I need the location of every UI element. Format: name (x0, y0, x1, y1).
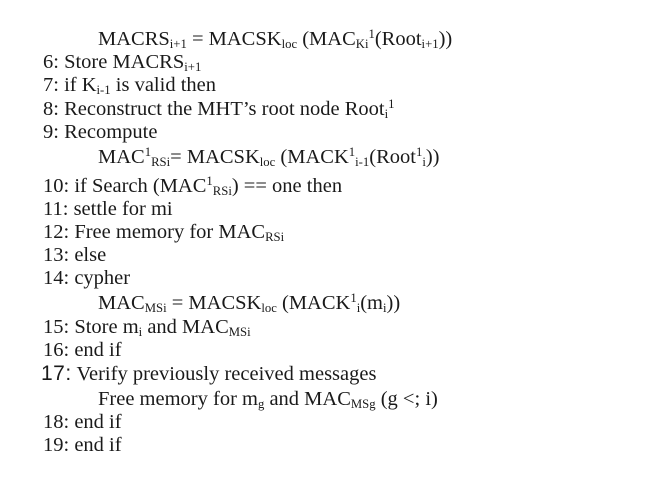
line-number: 9: (43, 121, 59, 143)
superscript: 1 (348, 145, 356, 160)
text: and MAC (264, 388, 351, 410)
subscript: i+1 (184, 60, 202, 75)
subscript: MSi (228, 325, 251, 340)
subscript: RSi (265, 230, 285, 245)
subscript: RSi (151, 155, 171, 170)
text: Free memory for MAC (69, 221, 266, 243)
step-14: 14: cypher (43, 268, 130, 289)
subscript: RSi (212, 184, 232, 199)
subscript: loc (259, 155, 276, 170)
text: (g <; i) (375, 388, 438, 410)
text: )) (425, 146, 440, 168)
superscript: 1 (206, 174, 213, 189)
subscript: i-1 (355, 155, 370, 170)
text: settle for mi (68, 198, 173, 220)
text: Reconstruct the MHT’s root node Root (58, 98, 385, 120)
text: MAC (98, 292, 145, 314)
step-17-free-memory: Free memory for mg and MACMSg (g <; i) (98, 388, 438, 412)
step-16: 16: end if (43, 340, 122, 361)
text: cypher (69, 267, 131, 289)
text: Free memory for m (98, 388, 258, 410)
text: MACRS (98, 28, 170, 50)
line-number: 7: (43, 74, 59, 96)
text: if Search (MAC (69, 175, 207, 197)
text: Store MACRS (58, 51, 185, 73)
step-12: 12: Free memory for MACRSi (43, 221, 285, 245)
text: Recompute (58, 121, 158, 143)
subscript: i (138, 325, 143, 340)
superscript: 1 (368, 27, 375, 42)
text: if K (58, 74, 97, 96)
subscript: i+1 (421, 37, 439, 52)
text: and MAC (142, 316, 229, 338)
text: end if (69, 339, 122, 361)
subscript: g (257, 397, 265, 412)
step-8: 8: Reconstruct the MHT’s root node Rooti… (43, 97, 395, 122)
text: (MAC (297, 28, 356, 50)
text: (Root (369, 146, 416, 168)
step-6: 6: Store MACRSi+1 (43, 51, 202, 75)
line-number: 19: (43, 434, 70, 456)
text: Store m (69, 316, 139, 338)
line-number: 14: (43, 267, 70, 289)
line-number: 13: (43, 244, 70, 266)
line-number: 10: (43, 175, 70, 197)
text: (m (360, 292, 384, 314)
line-number: 16: (43, 339, 70, 361)
step-9: 9: Recompute (43, 122, 157, 143)
line-number: 12: (43, 221, 70, 243)
superscript: 1 (388, 97, 395, 112)
text: (Root (374, 28, 422, 50)
text: Verify previously received messages (71, 363, 377, 385)
line-number: 11: (43, 198, 69, 220)
line-number: 15: (43, 316, 70, 338)
step-19: 19: end if (43, 435, 122, 456)
step-7: 7: if Ki-1 is valid then (43, 74, 216, 98)
text: = MACSK (166, 292, 262, 314)
superscript: 1 (350, 291, 357, 306)
text: (MACK (276, 292, 351, 314)
superscript: 1 (144, 145, 152, 160)
subscript: i (422, 155, 426, 170)
text: MAC (98, 146, 145, 168)
subscript: i (384, 107, 389, 122)
subscript: loc (261, 301, 277, 316)
text: end if (69, 411, 122, 433)
subscript: i-1 (96, 83, 111, 98)
line-number: 18: (43, 411, 70, 433)
subscript: i (383, 301, 387, 316)
step-18: 18: end if (43, 412, 122, 433)
subscript: Ki (355, 37, 369, 52)
text: ) == one then (231, 175, 343, 197)
text: = MACSK (186, 28, 282, 50)
line-number: 6: (43, 51, 59, 73)
equation-mac1rsi: MAC1RSi= MACSKloc (MACK1i-1(Root1i)) (98, 145, 440, 170)
text: )) (386, 292, 401, 314)
line-number: 17: (41, 362, 72, 385)
subscript: MSg (350, 397, 376, 412)
step-13: 13: else (43, 245, 106, 266)
equation-macrs: MACRSi+1 = MACSKloc (MACKi1(Rooti+1)) (98, 27, 453, 52)
line-number: 8: (43, 98, 59, 120)
subscript: i+1 (169, 37, 187, 52)
step-10: 10: if Search (MAC1RSi) == one then (43, 174, 343, 199)
subscript: MSi (144, 301, 167, 316)
step-17: 17: Verify previously received messages (41, 363, 376, 385)
text: else (69, 244, 107, 266)
subscript: i (356, 301, 361, 316)
text: is valid then (110, 74, 216, 96)
text: = MACSK (170, 146, 260, 168)
text: end if (69, 434, 122, 456)
step-11: 11: settle for mi (43, 199, 173, 220)
superscript: 1 (415, 145, 423, 160)
step-15: 15: Store mi and MACMSi (43, 316, 251, 340)
text: (MACK (275, 146, 349, 168)
text: )) (438, 28, 453, 50)
subscript: loc (281, 37, 298, 52)
equation-macmsi: MACMSi = MACSKloc (MACK1i(mi)) (98, 291, 401, 316)
